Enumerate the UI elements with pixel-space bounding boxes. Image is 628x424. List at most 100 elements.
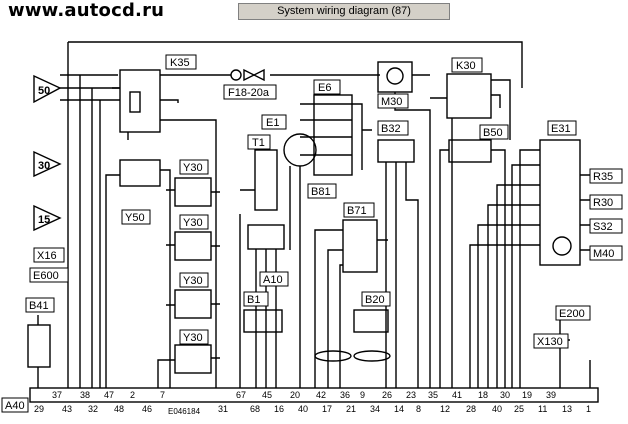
top-pin-41: 41 bbox=[452, 390, 462, 400]
x130-label: X130 bbox=[537, 336, 563, 348]
bottom-pin-16: 16 bbox=[274, 404, 284, 414]
a40-label: A40 bbox=[5, 400, 25, 412]
b1-box bbox=[243, 309, 283, 333]
top-pin-20: 20 bbox=[290, 390, 300, 400]
top-pin-37: 37 bbox=[52, 390, 62, 400]
bottom-pin-48: 48 bbox=[114, 404, 124, 414]
k30-label: K30 bbox=[456, 60, 476, 72]
top-pin-9: 9 bbox=[360, 390, 365, 400]
bottom-pin-31: 31 bbox=[218, 404, 228, 414]
a10-box bbox=[247, 224, 285, 250]
e6-box bbox=[313, 94, 353, 176]
top-pin-23: 23 bbox=[406, 390, 416, 400]
bottom-pin-29: 29 bbox=[34, 404, 44, 414]
top-pin-42: 42 bbox=[316, 390, 326, 400]
e1-label: E1 bbox=[266, 117, 279, 129]
m30-label: M30 bbox=[381, 96, 402, 108]
b50-box bbox=[448, 139, 492, 163]
bottom-pin-21: 21 bbox=[346, 404, 356, 414]
bottom-pin-25: 25 bbox=[514, 404, 524, 414]
b71-box bbox=[342, 219, 378, 273]
b20-box bbox=[353, 309, 389, 333]
e6-label: E6 bbox=[318, 82, 331, 94]
bottom-pin-40: 40 bbox=[492, 404, 502, 414]
bottom-pin-32: 32 bbox=[88, 404, 98, 414]
bottom-pin-43: 43 bbox=[62, 404, 72, 414]
y30d-box bbox=[174, 344, 212, 374]
top-pin-45: 45 bbox=[262, 390, 272, 400]
top-pin-numbers: 37 38 47 2 7 67 45 20 42 36 9 26 23 35 41 18 30 19 39 bbox=[52, 390, 556, 400]
window-title: System wiring diagram (87) bbox=[238, 3, 450, 20]
bottom-pin-8: 8 bbox=[416, 404, 421, 414]
top-pin-39: 39 bbox=[546, 390, 556, 400]
bottom-connector bbox=[29, 387, 599, 403]
b41-label: B41 bbox=[29, 300, 49, 312]
bottom-pin-28: 28 bbox=[466, 404, 476, 414]
bottom-pin-40: 40 bbox=[298, 404, 308, 414]
input-30-triangle bbox=[33, 150, 62, 178]
b32-box bbox=[377, 139, 415, 163]
top-pin-2: 2 bbox=[130, 390, 135, 400]
k35-label: K35 bbox=[170, 57, 190, 69]
y30a-box bbox=[174, 177, 212, 207]
fuse-left-node bbox=[230, 69, 242, 81]
top-pin-30: 30 bbox=[500, 390, 510, 400]
top-pin-36: 36 bbox=[340, 390, 350, 400]
input-30-label: 30 bbox=[38, 160, 50, 172]
b50-label: B50 bbox=[483, 127, 503, 139]
top-bus-wire bbox=[68, 41, 523, 88]
top-pin-19: 19 bbox=[522, 390, 532, 400]
b41-box bbox=[27, 324, 51, 368]
b20-label: B20 bbox=[365, 294, 385, 306]
top-pin-35: 35 bbox=[428, 390, 438, 400]
bottom-pin-1: 1 bbox=[586, 404, 591, 414]
top-pin-38: 38 bbox=[80, 390, 90, 400]
fuse-link bbox=[243, 68, 265, 82]
bottom-pin-13: 13 bbox=[562, 404, 572, 414]
y50-label: Y50 bbox=[125, 212, 145, 224]
top-pin-47: 47 bbox=[104, 390, 114, 400]
k35-relay-box bbox=[119, 69, 161, 133]
y50-box bbox=[119, 159, 161, 187]
top-pin-26: 26 bbox=[382, 390, 392, 400]
x16-label: X16 bbox=[37, 250, 57, 262]
t1-label: T1 bbox=[252, 137, 265, 149]
e600-label: E600 bbox=[33, 270, 59, 282]
y30a-label: Y30 bbox=[183, 162, 203, 174]
top-pin-67: 67 bbox=[236, 390, 246, 400]
input-15-label: 15 bbox=[38, 214, 50, 226]
r35-label: R35 bbox=[593, 171, 613, 183]
bottom-pin-46: 46 bbox=[142, 404, 152, 414]
a10-label: A10 bbox=[263, 274, 283, 286]
y30d-label: Y30 bbox=[183, 332, 203, 344]
input-15-triangle bbox=[33, 204, 62, 232]
top-pin-7: 7 bbox=[160, 390, 165, 400]
b32-label: B32 bbox=[381, 123, 401, 135]
e31-box bbox=[539, 139, 581, 266]
b81-label: B81 bbox=[311, 186, 331, 198]
m40-label: M40 bbox=[593, 248, 614, 260]
site-watermark: www.autocd.ru bbox=[8, 0, 165, 21]
r30-label: R30 bbox=[593, 197, 613, 209]
input-50-label: 50 bbox=[38, 85, 50, 97]
fuse-label: F18-20a bbox=[228, 87, 270, 99]
e1-circle bbox=[283, 133, 317, 167]
m30-box bbox=[377, 61, 413, 93]
b71-label: B71 bbox=[347, 205, 367, 217]
bottom-pin-11: 11 bbox=[538, 404, 547, 414]
bottom-pin-34: 34 bbox=[370, 404, 380, 414]
top-pin-18: 18 bbox=[478, 390, 488, 400]
e31-label: E31 bbox=[551, 123, 571, 135]
b1-label: B1 bbox=[247, 294, 260, 306]
y30c-box bbox=[174, 289, 212, 319]
bottom-pin-12: 12 bbox=[440, 404, 450, 414]
doc-code: E046184 bbox=[168, 407, 201, 416]
s32-label: S32 bbox=[593, 221, 613, 233]
input-50-triangle bbox=[33, 74, 62, 104]
bottom-pin-14: 14 bbox=[394, 404, 404, 414]
e200-label: E200 bbox=[559, 308, 585, 320]
y30b-box bbox=[174, 231, 212, 261]
t1-box bbox=[254, 149, 278, 211]
